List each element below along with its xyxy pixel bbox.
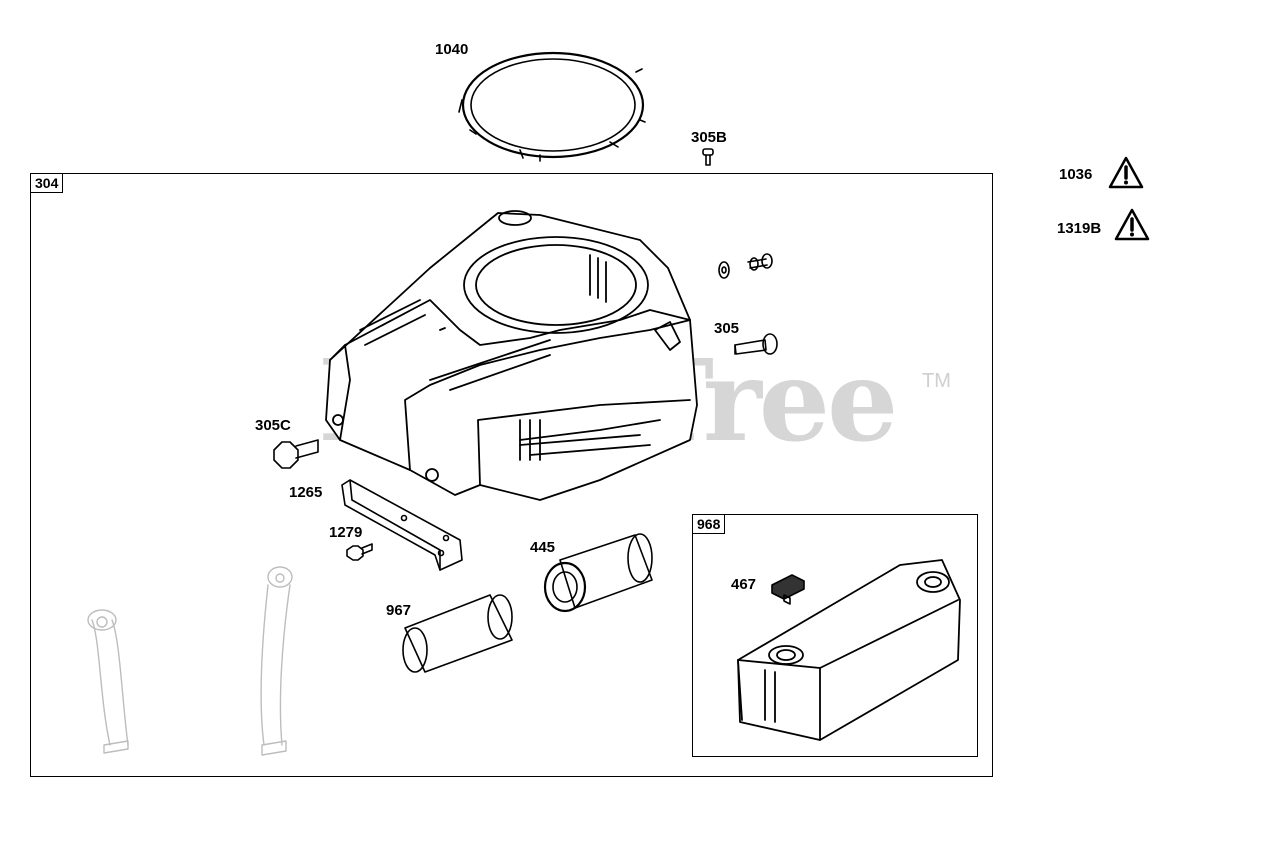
callout-305B[interactable]: 305B <box>691 129 727 146</box>
part-445-air-filter <box>543 533 653 613</box>
group-label-968[interactable]: 968 <box>692 514 726 534</box>
part-968-cover <box>737 559 961 741</box>
callout-467[interactable]: 467 <box>731 576 757 593</box>
part-305C-bolt <box>273 439 319 469</box>
part-washer-bolt <box>718 253 773 279</box>
warning-triangle-icon <box>1108 156 1144 189</box>
group-frame-304 <box>30 173 993 777</box>
callout-967[interactable]: 967 <box>386 602 412 619</box>
part-1265-bracket <box>341 479 463 571</box>
part-967-pre-cleaner <box>402 594 513 673</box>
group-frame-968 <box>692 514 978 757</box>
callout-445[interactable]: 445 <box>530 539 556 556</box>
group-label-304[interactable]: 304 <box>30 173 64 193</box>
watermark-trademark: TM <box>922 370 951 392</box>
callout-1319B[interactable]: 1319B <box>1057 220 1102 237</box>
part-304-blower-housing <box>325 210 698 501</box>
callout-1040[interactable]: 1040 <box>435 41 469 58</box>
callout-305[interactable]: 305 <box>714 320 740 337</box>
callout-1279[interactable]: 1279 <box>329 524 363 541</box>
callout-305C[interactable]: 305C <box>255 417 291 434</box>
part-breather-tubes <box>87 566 293 756</box>
part-305B-screw <box>702 148 714 166</box>
warning-triangle-icon <box>1114 208 1150 241</box>
callout-1265[interactable]: 1265 <box>289 484 323 501</box>
part-1040-grille-ring <box>458 51 646 162</box>
part-1279-screw <box>346 543 373 561</box>
part-467-knob <box>771 574 805 605</box>
part-305-bolt <box>734 333 778 355</box>
callout-1036[interactable]: 1036 <box>1059 166 1093 183</box>
